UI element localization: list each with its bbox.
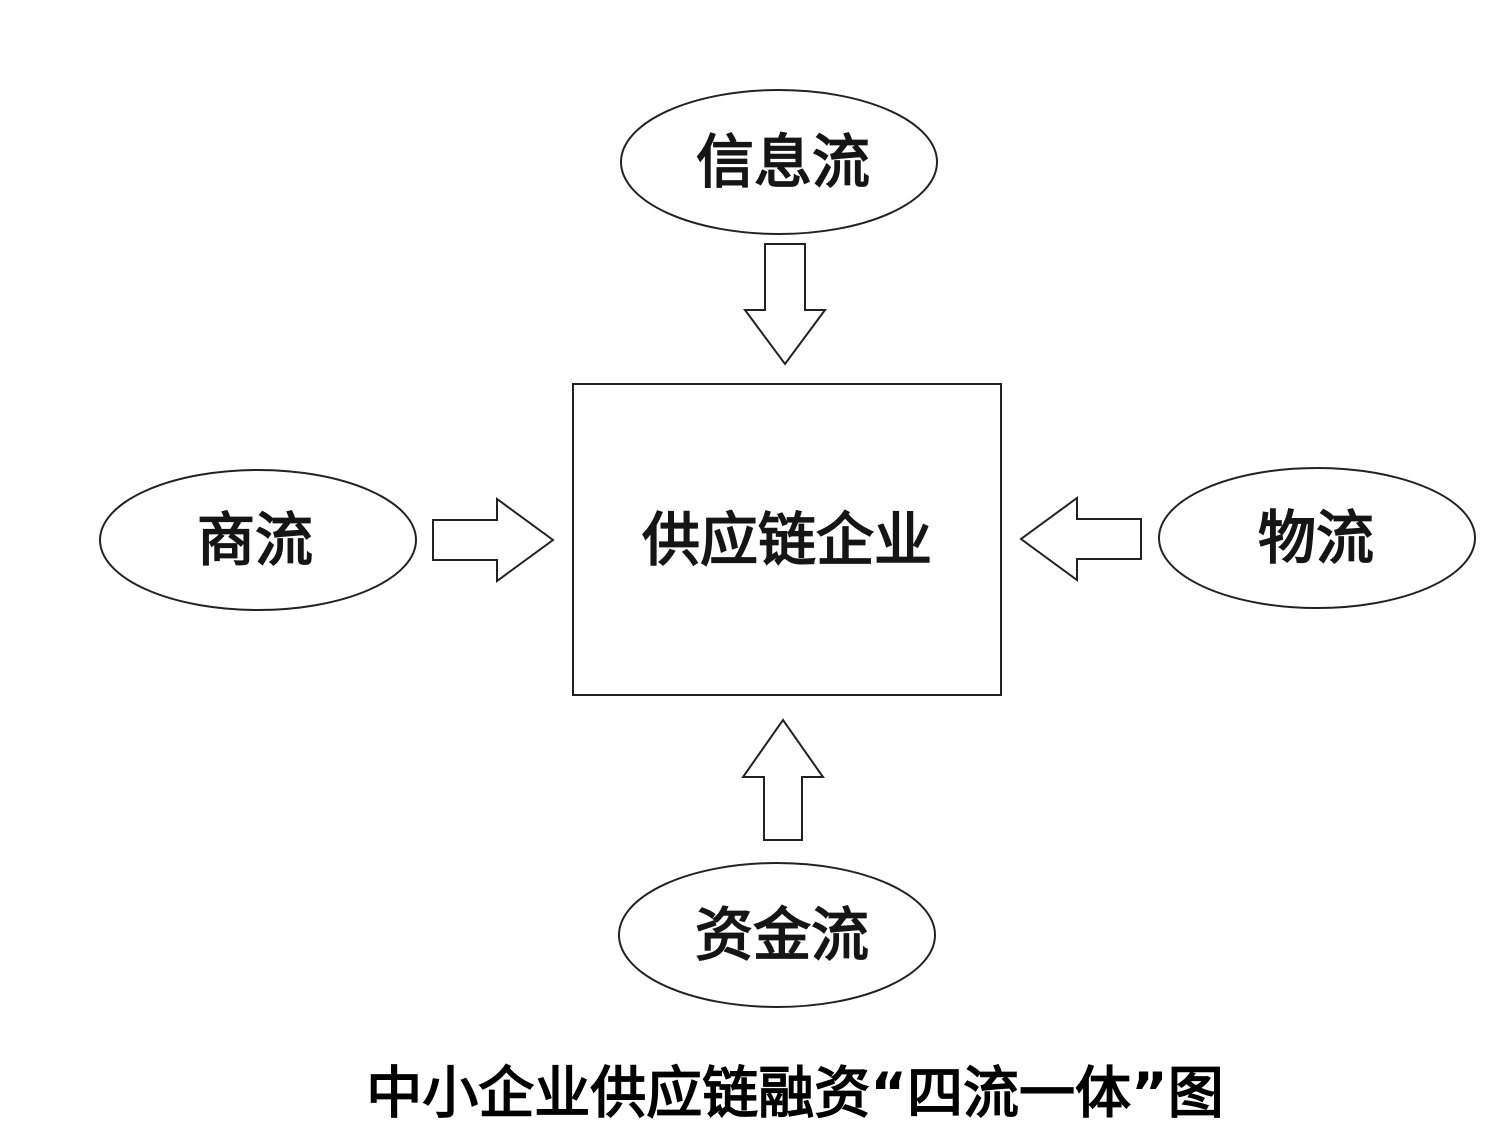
node-capital-flow-shape — [618, 862, 936, 1008]
node-commerce-flow: 商流 — [99, 469, 417, 611]
diagram-caption: 中小企业供应链融资“四流一体”图 — [366, 1062, 1224, 1127]
arrow-information-to-center — [743, 243, 827, 366]
node-capital-flow: 资金流 — [618, 862, 936, 1008]
node-information-flow: 信息流 — [620, 89, 938, 235]
arrow-capital-to-center — [741, 718, 825, 841]
node-commerce-flow-label: 商流 — [197, 506, 313, 574]
node-logistics-flow: 物流 — [1158, 467, 1476, 609]
node-logistics-flow-label: 物流 — [1258, 504, 1374, 572]
node-information-flow-label: 信息流 — [696, 128, 870, 196]
node-supply-chain-enterprise-shape — [572, 383, 1002, 696]
arrow-logistics-to-center — [1019, 496, 1142, 582]
node-commerce-flow-shape — [99, 469, 417, 611]
node-supply-chain-enterprise: 供应链企业 — [572, 383, 1002, 696]
node-information-flow-shape — [620, 89, 938, 235]
node-supply-chain-enterprise-label: 供应链企业 — [641, 506, 932, 574]
node-logistics-flow-shape — [1158, 467, 1476, 609]
node-capital-flow-label: 资金流 — [695, 901, 869, 969]
arrow-commerce-to-center — [432, 497, 555, 583]
